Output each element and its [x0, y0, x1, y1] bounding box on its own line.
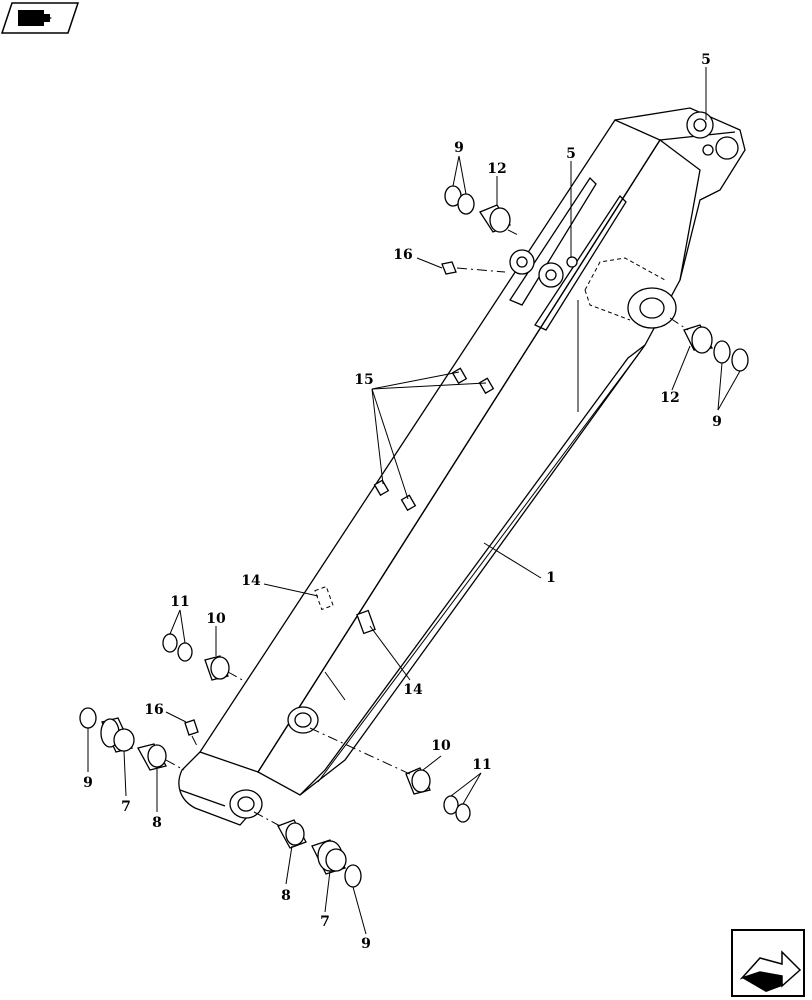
leader-lines [87, 67, 741, 935]
callout-14: 14 [241, 573, 261, 589]
callout-9: 9 [361, 936, 371, 952]
callout-9: 9 [712, 414, 722, 430]
boom-arm [178, 107, 746, 826]
callout-7: 7 [320, 914, 330, 930]
loose-parts [79, 185, 749, 888]
callout-10: 10 [206, 611, 226, 627]
callout-15: 15 [354, 372, 373, 388]
callout-labels: 5 5 9 12 16 15 12 9 1 14 14 11 10 16 9 7… [83, 52, 722, 952]
callout-8: 8 [281, 888, 291, 904]
callout-16: 16 [393, 247, 412, 263]
callout-9: 9 [83, 775, 93, 791]
next-page-arrow-icon[interactable] [731, 929, 805, 997]
callout-11: 11 [170, 594, 189, 610]
callout-14: 14 [403, 682, 423, 698]
callout-7: 7 [121, 799, 131, 815]
callout-10: 10 [431, 738, 451, 754]
callout-16: 16 [144, 702, 163, 718]
callout-11: 11 [472, 757, 491, 773]
callout-8: 8 [152, 815, 162, 831]
book-navigation-icon[interactable] [0, 2, 80, 34]
callout-5: 5 [566, 146, 576, 162]
callout-9: 9 [454, 140, 464, 156]
callout-1: 1 [546, 570, 556, 586]
callout-12: 12 [487, 161, 506, 177]
callout-12: 12 [660, 390, 679, 406]
callout-5: 5 [701, 52, 711, 68]
